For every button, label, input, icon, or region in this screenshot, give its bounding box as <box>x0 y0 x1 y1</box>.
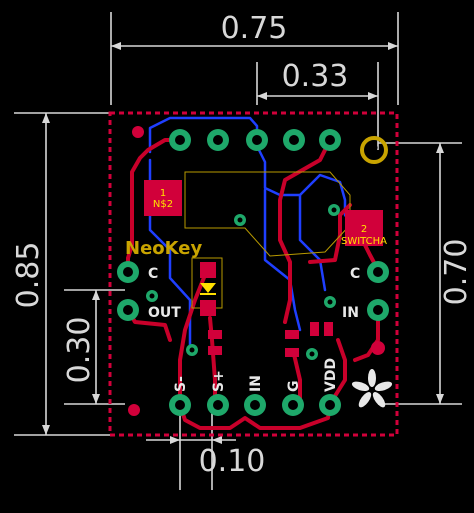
pad-drills <box>123 135 383 410</box>
vias <box>146 204 340 360</box>
brand-label: NeoKey <box>125 238 202 259</box>
part-switch-pad <box>345 210 383 246</box>
dim-right-height: 0.70 <box>439 239 474 306</box>
bottom-label-s-plus: S+ <box>211 370 227 392</box>
dim-top-width: 0.75 <box>221 11 288 46</box>
right-c-label: C <box>350 266 360 282</box>
part-switch-name: SWITCHA <box>341 236 387 247</box>
dim-left-inner-height: 0.30 <box>62 317 97 384</box>
red-marks <box>128 126 385 416</box>
led-diode-symbol <box>200 283 216 295</box>
part-switch-pin: 2 <box>361 224 367 235</box>
part-ns2-pad <box>144 180 182 216</box>
part-ns2-name: N$2 <box>153 199 173 210</box>
bottom-label-g: G <box>286 381 302 393</box>
bottom-label-s-minus: S- <box>173 376 189 392</box>
fiducial-label: B <box>369 144 379 159</box>
smd-pads <box>144 180 383 357</box>
dim-top-inner-width: 0.33 <box>282 59 349 94</box>
bottom-label-vdd: VDD <box>323 358 339 392</box>
left-out-label: OUT <box>148 305 181 321</box>
right-in-label: IN <box>342 305 359 321</box>
fiducial-icon: B <box>360 136 388 164</box>
dimension-lines <box>14 12 462 490</box>
board-outline <box>108 111 399 437</box>
dim-bottom-pitch: 0.10 <box>199 444 266 479</box>
dim-left-height: 0.85 <box>11 242 46 309</box>
dimension-arrows <box>42 42 444 444</box>
adafruit-logo-icon <box>351 369 393 408</box>
left-c-label: C <box>148 266 158 282</box>
bottom-label-in: IN <box>248 375 264 392</box>
part-ns2-pin: 1 <box>160 188 166 199</box>
